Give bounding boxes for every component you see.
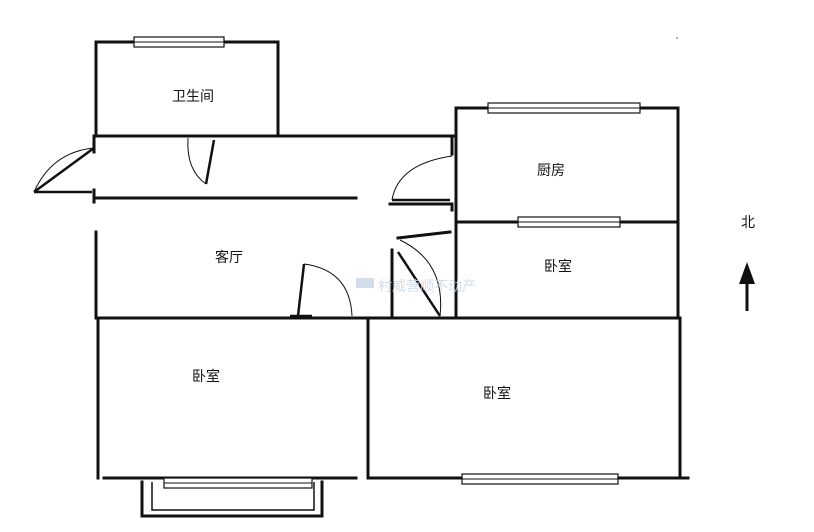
window-balcony (163, 477, 313, 489)
window-kitchen (487, 102, 641, 114)
room-label-left-bedroom: 卧室 (192, 368, 220, 385)
room-label-living-room: 客厅 (215, 249, 243, 266)
door-small-bedroom (396, 239, 442, 317)
window-bathroom (133, 36, 225, 48)
compass: 北 (739, 215, 755, 311)
window-small-bedroom (517, 216, 621, 228)
door-bathroom (187, 137, 216, 185)
door-kitchen (391, 155, 453, 202)
watermark: 村威营顺不动产 (356, 278, 476, 295)
door-entrance (33, 146, 95, 194)
north-label: 北 (741, 215, 755, 231)
room-label-kitchen: 厨房 (537, 163, 565, 179)
room-label-bathroom: 卫生间 (172, 89, 214, 105)
windows (133, 36, 641, 489)
door-living (290, 263, 353, 318)
window-right-bedroom (461, 473, 619, 485)
doors (33, 137, 453, 318)
walls (92, 40, 690, 518)
room-label-right-bedroom: 卧室 (483, 385, 511, 402)
speck-mark (676, 37, 678, 39)
north-arrow-icon (739, 262, 755, 311)
watermark-text: 村威营顺不动产 (378, 279, 476, 295)
room-label-small-bedroom: 卧室 (544, 258, 572, 275)
